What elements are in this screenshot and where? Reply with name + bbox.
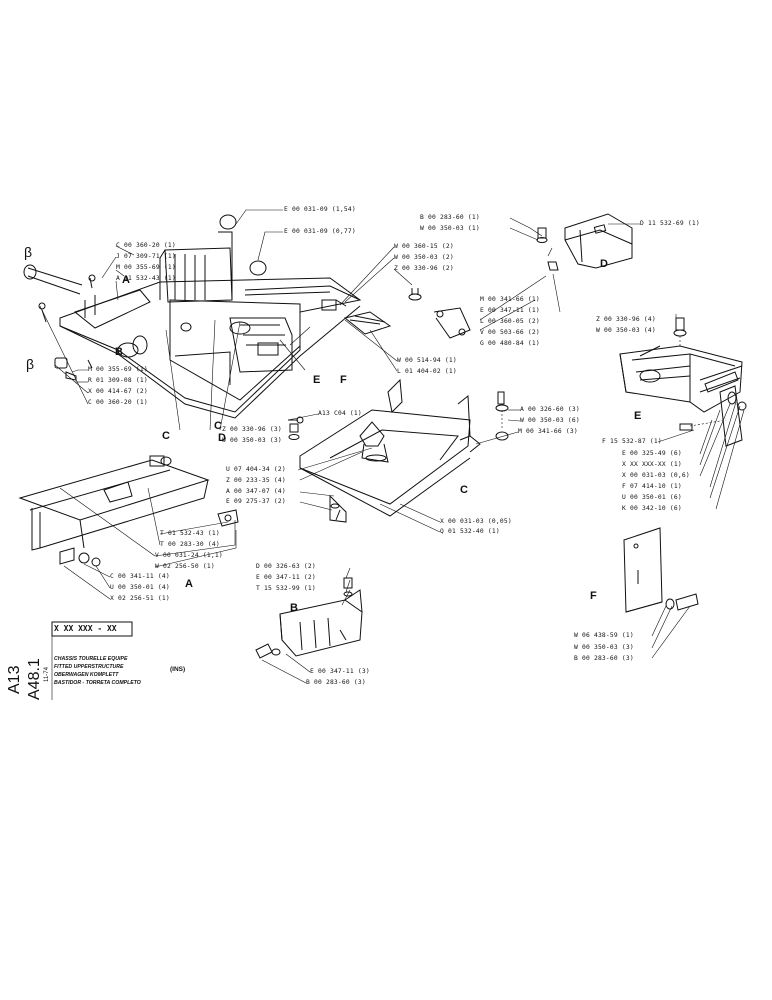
part-label: W 00 350-03 (2) — [394, 254, 454, 261]
part-label: M 00 355-69 (1) — [116, 264, 176, 271]
part-label: V 00 503-66 (2) — [480, 329, 540, 336]
beta-mark-left: β — [26, 356, 35, 372]
part-label: K 00 342-10 (6) — [622, 505, 682, 512]
part-label: W 02 256-50 (1) — [155, 563, 215, 570]
part-label: U 07 404-34 (2) — [226, 466, 286, 473]
part-label: G 00 480-84 (1) — [480, 340, 540, 347]
part-label: B 00 283-60 (3) — [306, 679, 366, 686]
detail-f-assembly — [623, 527, 699, 659]
title-fr: CHASSIS TOURELLE EQUIPE — [54, 656, 128, 662]
view-letter-sub-e: E — [634, 410, 642, 422]
part-label: A 00 326-60 (3) — [520, 406, 580, 413]
view-letter-sub-c: C — [460, 484, 468, 496]
part-label: L 01 404-02 (1) — [397, 368, 457, 375]
view-letter-main-f: F — [340, 374, 347, 386]
beta-mark-top: β — [24, 244, 33, 260]
part-label: C 00 360-20 (1) — [116, 242, 176, 249]
part-label: M 00 341-66 (3) — [518, 428, 578, 435]
part-label: R 01 309-08 (1) — [88, 377, 148, 384]
part-label: E 00 347-11 (1) — [480, 307, 540, 314]
part-label: W 06 438-59 (1) — [574, 632, 634, 639]
part-label: X 00 031-03 (0,6) — [622, 472, 690, 479]
part-label: M 00 355-69 (1) — [88, 366, 148, 373]
part-label: X XX XXX-XX (1) — [622, 461, 682, 468]
view-letter-sub-a: A — [185, 578, 193, 590]
part-label: D 00 326-63 (2) — [256, 563, 316, 570]
view-letter-main-b: B — [115, 346, 123, 358]
part-label: V 00 031-24 (1,1) — [155, 552, 223, 559]
page-code-b: A48.1 — [26, 658, 43, 700]
title-block-frame — [51, 621, 133, 700]
part-label: Z 00 330-96 (3) — [222, 426, 282, 433]
part-label: T 00 283-30 (4) — [160, 541, 220, 548]
part-label: W 00 514-94 (1) — [397, 357, 457, 364]
view-letter-main-c1: C — [162, 430, 170, 442]
part-number: X XX XXX - XX — [54, 624, 117, 633]
title-en: FITTED UPPERSTRUCTURE — [54, 664, 124, 670]
main-chassis-assembly — [23, 209, 471, 431]
part-label: U 00 350-01 (4) — [110, 584, 170, 591]
part-label: W 00 350-03 (3) — [574, 644, 634, 651]
part-label: U 00 350-01 (6) — [622, 494, 682, 501]
part-label: C 00 360-20 (1) — [88, 399, 148, 406]
part-label: W 00 350-03 (1) — [420, 225, 480, 232]
part-label: Z 00 330-96 (2) — [394, 265, 454, 272]
part-label: W 00 350-03 (6) — [520, 417, 580, 424]
part-label: C 00 341-11 (4) — [110, 573, 170, 580]
ins-mark: (INS) — [170, 666, 186, 673]
part-label: Z 00 233-35 (4) — [226, 477, 286, 484]
detail-b-assembly — [255, 567, 363, 684]
part-label: X 00 414-67 (2) — [88, 388, 148, 395]
title-es: BASTIDOR - TORRETA COMPLETO — [54, 680, 141, 686]
view-letter-sub-b: B — [290, 602, 298, 614]
part-label: X 00 031-03 (0,05) — [440, 518, 512, 525]
part-label: W 00 360-15 (2) — [394, 243, 454, 250]
part-label: E 09 275-37 (2) — [226, 498, 286, 505]
detail-e-assembly — [619, 314, 747, 510]
part-label: D 11 532-69 (1) — [640, 220, 700, 227]
part-label: Q 01 532-40 (1) — [440, 528, 500, 535]
part-label: A 00 347-07 (4) — [226, 488, 286, 495]
view-letter-sub-d: D — [600, 258, 608, 270]
part-label: J 07 309-71 (1) — [116, 253, 176, 260]
part-label: A 11 532-43 (1) — [116, 275, 176, 282]
view-letter-main-d: D — [218, 432, 226, 444]
view-letter-sub-f: F — [590, 590, 597, 602]
part-label: F 15 532-87 (1) — [602, 438, 662, 445]
part-label: E 00 325-49 (6) — [622, 450, 682, 457]
detail-a-assembly — [18, 455, 239, 600]
part-label: X 02 256-51 (1) — [110, 595, 170, 602]
part-label: A13 C04 (1) — [318, 410, 362, 417]
view-letter-main-c2: C — [214, 420, 222, 432]
title-block: X XX XXX - XX CHASSIS TOURELLE EQUIPE FI… — [52, 624, 184, 698]
part-label: B 00 283-60 (1) — [420, 214, 480, 221]
part-label: T 15 532-99 (1) — [256, 585, 316, 592]
part-label: M 00 341-66 (1) — [480, 296, 540, 303]
part-label: T 01 532-43 (1) — [160, 530, 220, 537]
detail-c-assembly — [288, 378, 521, 533]
part-label: E 00 031-09 (1,54) — [284, 206, 356, 213]
title-de: OBERWAGEN KOMPLETT — [54, 672, 119, 678]
page-date: 11-74 — [44, 667, 50, 682]
part-label: Z 00 330-96 (4) — [596, 316, 656, 323]
page-code-a: A13 — [6, 665, 23, 694]
part-label: F 07 414-10 (1) — [622, 483, 682, 490]
part-label: E 00 031-09 (0,77) — [284, 228, 356, 235]
part-label: E 00 347-11 (2) — [256, 574, 316, 581]
view-letter-main-e: E — [313, 374, 321, 386]
detail-d-assembly — [479, 213, 640, 331]
part-label: W 00 350-03 (4) — [596, 327, 656, 334]
part-label: L 00 360-05 (2) — [480, 318, 540, 325]
part-label: W 00 350-03 (3) — [222, 437, 282, 444]
part-label: E 00 347-11 (3) — [310, 668, 370, 675]
part-label: B 00 283-60 (3) — [574, 655, 634, 662]
view-letter-main-a: A — [122, 274, 130, 286]
